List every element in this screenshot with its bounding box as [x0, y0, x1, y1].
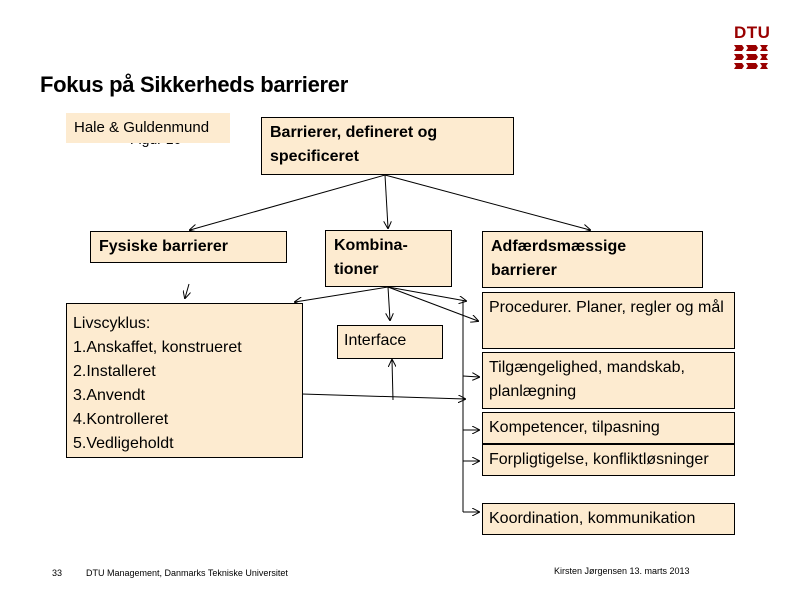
- lifecycle-box: Livscyklus: 1.Anskaffet, konstrueret 2.I…: [66, 303, 303, 458]
- lifecycle-heading: Livscyklus:: [73, 315, 151, 332]
- behaviour-item: Kompetencer, tilpasning: [482, 412, 735, 444]
- fysiske-node: Fysiske barrierer: [90, 231, 287, 263]
- logo-mark-icon: [734, 45, 768, 69]
- footer-author-date: Kirsten Jørgensen 13. marts 2013: [554, 566, 690, 576]
- page-number: 33: [52, 568, 63, 578]
- dtu-logo: DTU: [734, 23, 771, 72]
- lifecycle-item: 5.Vedligeholdt: [73, 435, 174, 452]
- source-label: Hale & Guldenmund: [66, 113, 230, 143]
- root-node: Barrierer, defineret og specificeret: [261, 117, 514, 175]
- lifecycle-item: 3.Anvendt: [73, 387, 146, 404]
- behaviour-item: Forpligtigelse, konfliktløsninger: [482, 444, 735, 476]
- behaviour-item: Tilgængelighed, mandskab, planlægning: [482, 352, 735, 409]
- logo-text: DTU: [734, 23, 771, 42]
- interface-node: Interface: [337, 325, 443, 359]
- behaviour-item: Procedurer. Planer, regler og mål: [482, 292, 735, 349]
- page-title: Fokus på Sikkerheds barrierer: [40, 72, 349, 97]
- behaviour-item: Koordination, kommunikation: [482, 503, 735, 535]
- lifecycle-item: 1.Anskaffet, konstrueret: [73, 339, 242, 356]
- lifecycle-item: 2.Installeret: [73, 363, 156, 380]
- kombinationer-node: Kombina-tioner: [325, 230, 452, 287]
- lifecycle-item: 4.Kontrolleret: [73, 411, 169, 428]
- footer-institution: DTU Management, Danmarks Tekniske Univer…: [86, 568, 288, 578]
- adfaerd-node: Adfærdsmæssige barrierer: [482, 231, 703, 288]
